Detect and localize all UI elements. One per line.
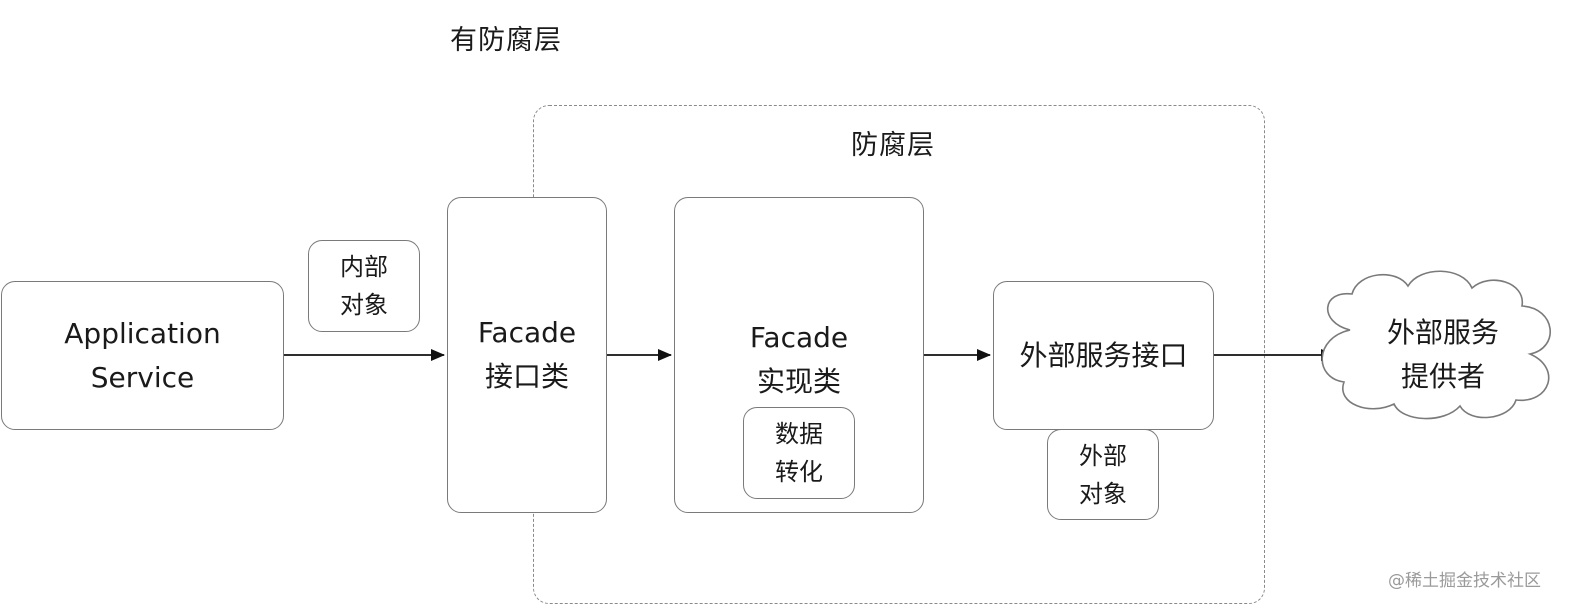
region-label: 防腐层 [851, 130, 935, 161]
diagram-title: 有防腐层 [450, 25, 562, 56]
data-conversion-line-2: 转化 [775, 458, 823, 486]
facade-interface-line-2: 接口类 [484, 360, 569, 393]
facade-interface-node: Facade 接口类 [447, 197, 607, 513]
external-service-interface-node: 外部服务接口 [993, 281, 1214, 430]
external-object-node: 外部 对象 [1047, 429, 1159, 520]
watermark: @稀土掘金技术社区 [1388, 571, 1541, 591]
internal-object-node: 内部 对象 [308, 240, 420, 332]
application-service-line-1: Application [64, 316, 221, 350]
data-conversion-line-1: 数据 [775, 420, 823, 448]
data-conversion-node: 数据 转化 [743, 407, 855, 499]
facade-impl-line-1: Facade [749, 321, 849, 354]
internal-object-line-2: 对象 [340, 291, 388, 319]
external-provider-node: 外部服务 提供者 [1330, 290, 1556, 420]
internal-object-line-1: 内部 [340, 253, 388, 281]
external-service-interface-label: 外部服务接口 [1019, 338, 1188, 372]
external-provider-cloud [1321, 270, 1552, 420]
external-provider-line-1: 外部服务 [1386, 316, 1499, 349]
application-service-node: Application Service [1, 281, 284, 430]
application-service-line-2: Service [90, 360, 195, 394]
external-object-line-2: 对象 [1079, 479, 1127, 508]
external-object-line-1: 外部 [1079, 441, 1127, 470]
facade-interface-line-1: Facade [477, 316, 577, 349]
external-provider-line-2: 提供者 [1400, 360, 1485, 393]
facade-impl-line-2: 实现类 [756, 365, 841, 398]
